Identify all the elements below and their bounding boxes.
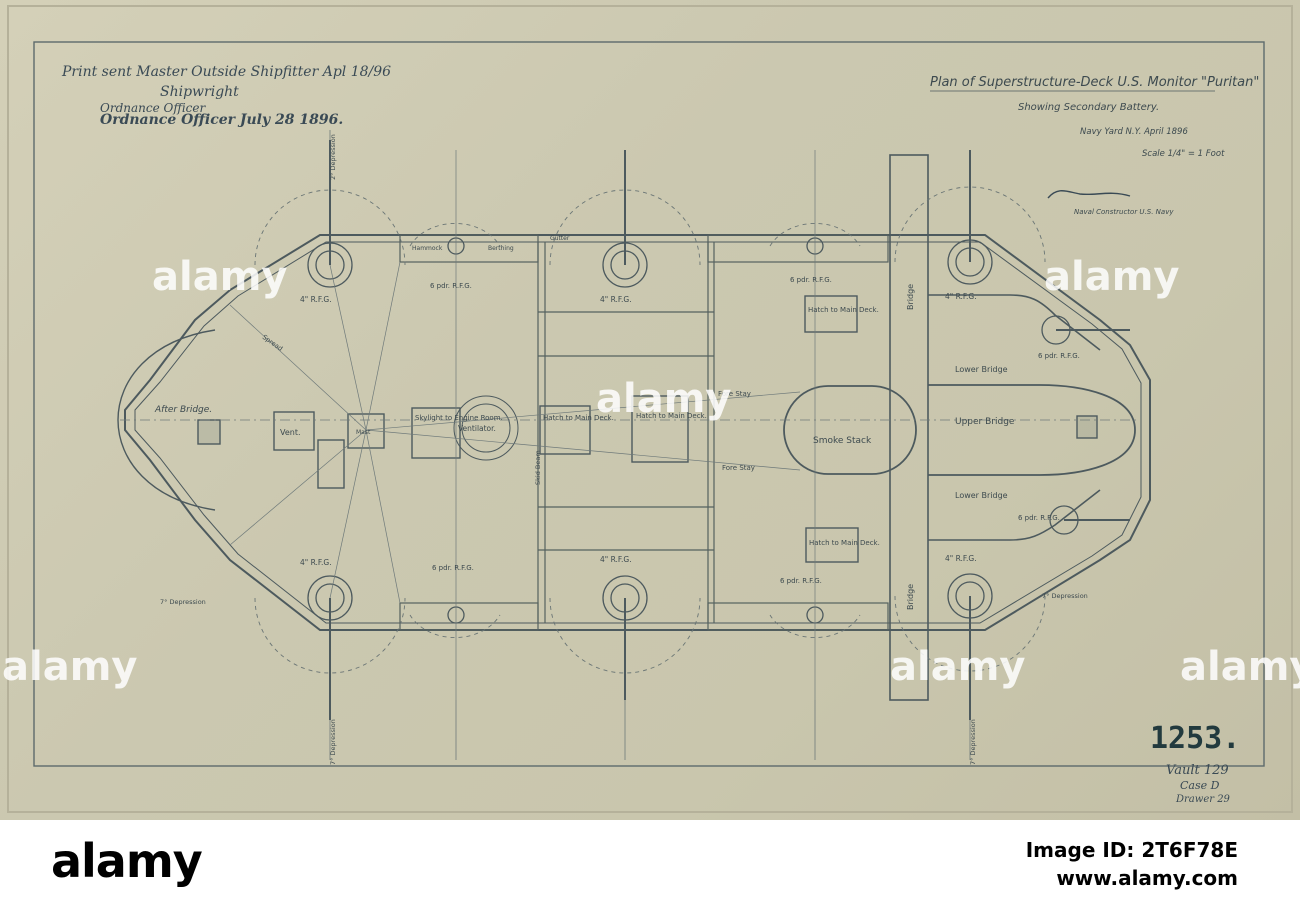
filing-line-2: Case D: [1180, 779, 1220, 792]
site-url[interactable]: www.alamy.com: [1056, 866, 1238, 890]
label-lower-bridge-top: Lower Bridge: [955, 365, 1008, 374]
drawing-subtitle: Showing Secondary Battery.: [1018, 102, 1159, 113]
label-depression-e: 7° Depression: [1042, 592, 1088, 600]
label-berthing: Berthing: [488, 245, 514, 252]
filing-line-1: Vault 129: [1166, 763, 1229, 778]
label-depression-a: 7° Depression: [329, 719, 337, 765]
label-smoke-stack: Smoke Stack: [813, 436, 872, 446]
label-gun-6pdr-4: 6 pdr. R.F.G.: [432, 564, 474, 572]
signature-title: Naval Constructor U.S. Navy: [1074, 208, 1174, 216]
label-ventilator: Ventilator.: [458, 424, 496, 433]
blueprint-sheet: Print sent Master Outside Shipfitter Apl…: [0, 0, 1300, 820]
label-depression-d: 7° Depression: [160, 598, 206, 606]
label-mast: Mast: [356, 429, 371, 436]
label-hammock: Hammock: [412, 245, 443, 252]
label-gun-4in-2: 4" R.F.G.: [600, 295, 632, 304]
label-gun-4in-6: 4" R.F.G.: [945, 554, 977, 563]
note-line-4: Ordnance Officer July 28 1896.: [100, 112, 343, 128]
drawing-title: Plan of Superstructure-Deck U.S. Monitor…: [930, 75, 1259, 90]
label-hatch-d: Hatch to Main Deck.: [809, 539, 880, 547]
deck-structure: [399, 234, 889, 631]
label-gun-6pdr-2: 6 pdr. R.F.G.: [790, 276, 832, 284]
label-gun-6pdr-5: 6 pdr. R.F.G.: [780, 577, 822, 585]
image-id: Image ID: 2T6F78E: [1025, 838, 1238, 862]
label-upper-bridge: Upper Bridge: [955, 417, 1015, 427]
label-gun-6pdr-3: 6 pdr. R.F.G.: [1038, 352, 1080, 360]
drawing-border: [33, 41, 1265, 767]
training-arcs: [254, 186, 1046, 674]
depression-lines: [329, 130, 971, 760]
label-gun-4in-1: 4" R.F.G.: [300, 295, 332, 304]
stock-footer: alamy Image ID: 2T6F78E www.alamy.com: [0, 820, 1300, 906]
hull-outline: [117, 234, 1151, 631]
label-skylight: Skylight to Engine Room.: [415, 414, 503, 422]
label-vent: Vent.: [280, 428, 301, 437]
label-gun-4in-4: 4" R.F.G.: [300, 558, 332, 567]
watermark-3: alamy: [1044, 254, 1179, 300]
drawing-scale: Scale 1/4" = 1 Foot: [1142, 149, 1225, 159]
label-lower-bridge-bottom: Lower Bridge: [955, 491, 1008, 500]
deck-fittings: [197, 295, 1098, 563]
label-gun-6pdr-1: 6 pdr. R.F.G.: [430, 282, 472, 290]
label-gutter: Gutter: [550, 235, 570, 242]
watermark-5: alamy: [890, 644, 1025, 690]
watermark-4: alamy: [2, 644, 137, 690]
sheet-number: 1253.: [1150, 721, 1240, 756]
label-gun-4in-5: 4" R.F.G.: [600, 555, 632, 564]
watermark-6: alamy: [1180, 644, 1300, 690]
paper-edge: [7, 5, 1293, 813]
watermark-1: alamy: [152, 254, 287, 300]
label-bridge-top: Bridge: [906, 284, 915, 310]
label-hatch-c: Hatch to Main Deck.: [808, 306, 879, 314]
gun-mounts: [307, 140, 1130, 720]
deck-plan-drawing: Print sent Master Outside Shipfitter Apl…: [2, 5, 1300, 813]
label-hatch-a: Hatch to Main Deck.: [543, 414, 614, 422]
note-line-2: Shipwright: [160, 84, 239, 100]
rigging-lines: [120, 150, 1140, 700]
label-fore-stay-bottom: Fore Stay: [722, 464, 755, 472]
label-spread: Spread: [261, 333, 284, 353]
note-line-3: Ordnance Officer: [100, 101, 207, 115]
watermark-2: alamy: [596, 376, 731, 422]
alamy-logo[interactable]: alamy: [51, 834, 203, 888]
label-after-bridge: After Bridge.: [154, 405, 212, 415]
label-gun-4in-3: 4" R.F.G.: [945, 292, 977, 301]
note-line-1: Print sent Master Outside Shipfitter Apl…: [61, 64, 391, 80]
label-depression-c: 2° Depression: [329, 134, 337, 180]
label-bridge-bottom: Bridge: [906, 584, 915, 610]
filing-line-3: Drawer 29: [1175, 794, 1231, 805]
signature-mark: [1047, 190, 1131, 199]
label-hatch-b: Hatch to Main Deck.: [636, 412, 707, 420]
label-skid-beam: Skid Beam: [534, 450, 542, 485]
label-fore-stay-top: Fore Stay: [718, 390, 751, 398]
label-depression-b: 7° Depression: [969, 719, 977, 765]
place-date: Navy Yard N.Y. April 1896: [1080, 127, 1188, 137]
bridges: [783, 154, 1136, 701]
label-gun-6pdr-6: 6 pdr. R.F.G.: [1018, 514, 1060, 522]
